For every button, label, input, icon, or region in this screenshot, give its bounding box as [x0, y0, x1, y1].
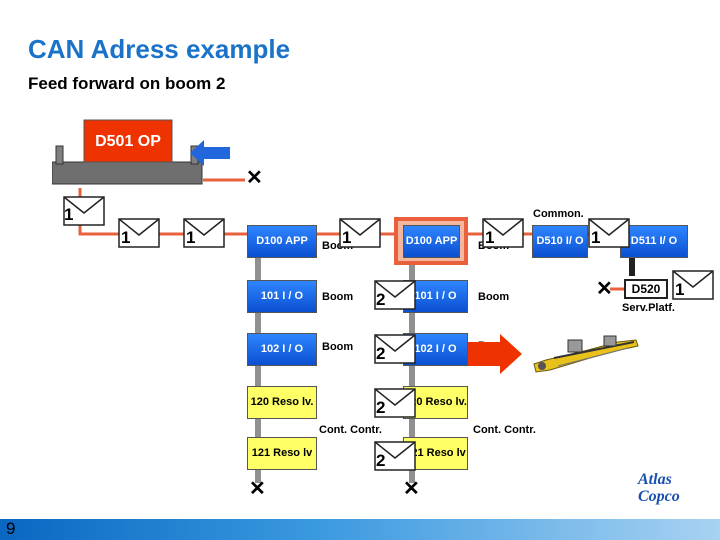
logo-text: Atlas Copco: [638, 471, 680, 505]
boom-label: Boom: [322, 291, 354, 303]
feed-forward-arrow-icon: [468, 334, 522, 374]
op-panel: [52, 119, 203, 185]
message-id: 1: [591, 228, 601, 247]
footer-bar: [0, 519, 720, 540]
node-d520: D520: [624, 279, 668, 299]
page-title: CAN Adress example: [28, 34, 291, 64]
message-id: 2: [376, 451, 386, 470]
node-d100-app-1: D100 APP: [247, 225, 317, 258]
cont-contr-label: Cont. Contr.: [473, 424, 536, 436]
node-reso-121: 121 Reso lv: [247, 437, 317, 470]
node-d511-io: D511 I/ O: [620, 225, 688, 258]
terminator-x-icon: ✕: [403, 478, 420, 500]
boom-label: Boom: [322, 341, 354, 353]
node-reso-120: 120 Reso lv.: [247, 386, 317, 419]
boom-label: Boom: [478, 291, 510, 303]
footer-dots: ..: [28, 527, 34, 537]
atlas-copco-logo: Atlas Copco: [628, 471, 708, 509]
message-id: 1: [675, 280, 685, 299]
node-d100-app-2: D100 APP: [403, 225, 460, 258]
terminator-x-icon: ✕: [596, 278, 613, 300]
serv-platf-label: Serv.Platf.: [622, 302, 675, 314]
node-io-102-2: 102 I / O: [403, 333, 468, 366]
terminator-x-icon: ✕: [249, 478, 266, 500]
message-id: 1: [485, 228, 495, 247]
message-id: 1: [121, 228, 131, 247]
node-io-102-1: 102 I / O: [247, 333, 317, 366]
op-panel-label: D501 OP: [95, 132, 161, 150]
message-id: 1: [64, 205, 74, 224]
message-id: 2: [376, 290, 386, 309]
message-id: 1: [342, 228, 352, 247]
cont-contr-label: Cont. Contr.: [319, 424, 382, 436]
message-id: 1: [186, 228, 196, 247]
message-id: 2: [376, 344, 386, 363]
message-id: 2: [376, 398, 386, 417]
page-number: 9: [6, 519, 16, 538]
node-io-101-1: 101 I / O: [247, 280, 317, 313]
node-d510-io: D510 I/ O: [532, 225, 588, 258]
arrow-left-icon: [190, 140, 230, 166]
page-subtitle: Feed forward on boom 2: [28, 74, 226, 93]
terminator-x-icon: ✕: [246, 167, 263, 189]
common-label: Common.: [533, 208, 584, 220]
drill-rig-boom-icon: [533, 335, 639, 373]
